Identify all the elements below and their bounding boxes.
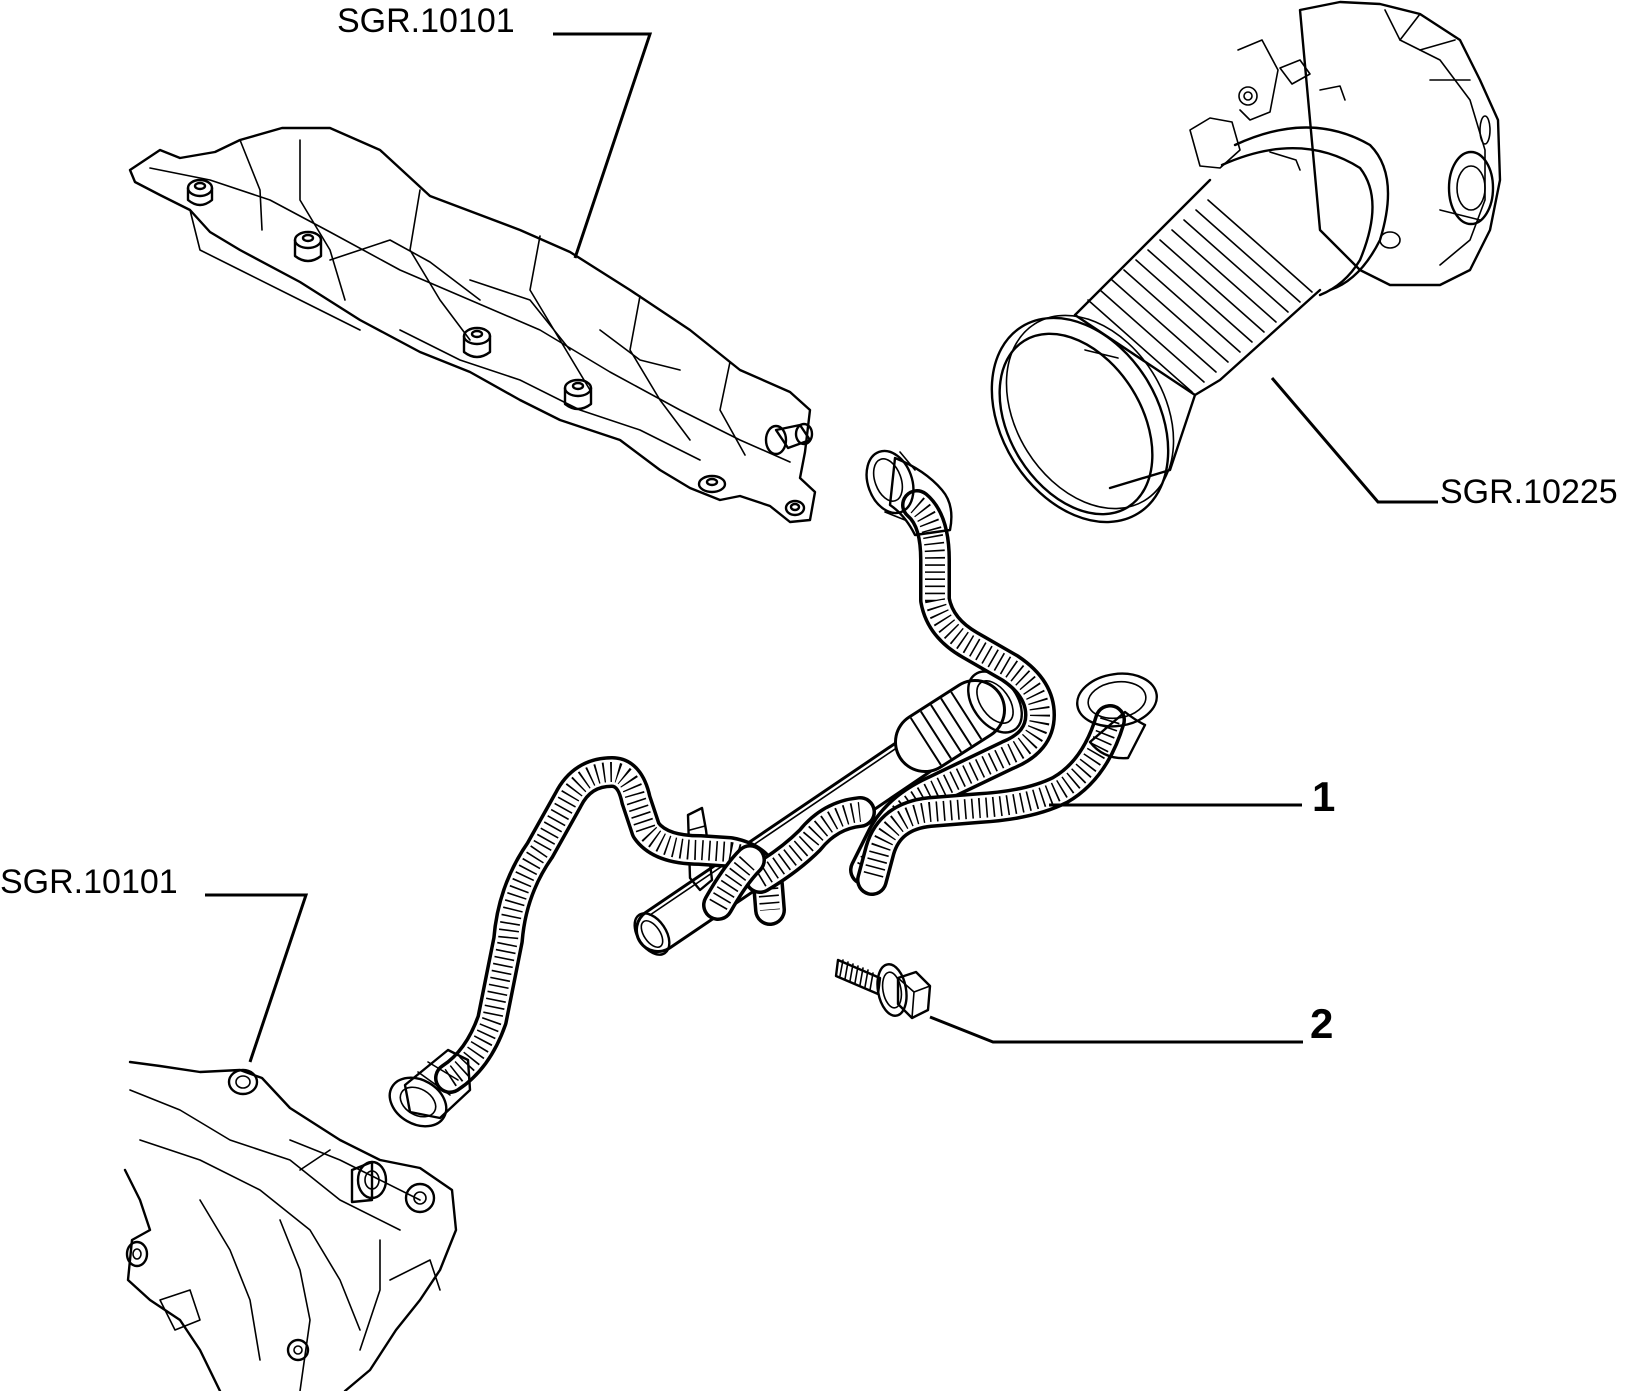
- item-number-2: 2: [1310, 1000, 1333, 1047]
- leader-lines: [205, 32, 1438, 1063]
- item-number-1: 1: [1312, 773, 1335, 820]
- leader-top-manifold: [553, 32, 653, 259]
- air-intake-duct: [990, 0, 1502, 524]
- intake-manifold-bottom: [123, 1060, 458, 1391]
- intake-manifold-top: [128, 126, 817, 524]
- flanged-bolt: [834, 958, 932, 1020]
- leader-air-duct: [1270, 377, 1438, 504]
- ref-label-top-manifold: SGR.10101: [337, 2, 515, 40]
- ref-label-bottom-manifold: SGR.10101: [0, 863, 178, 901]
- breather-hose-assembly: [388, 449, 1158, 1128]
- ref-label-air-duct: SGR.10225: [1440, 473, 1618, 511]
- leader-item-2: [929, 1015, 1303, 1044]
- leader-bottom-manifold: [205, 893, 309, 1063]
